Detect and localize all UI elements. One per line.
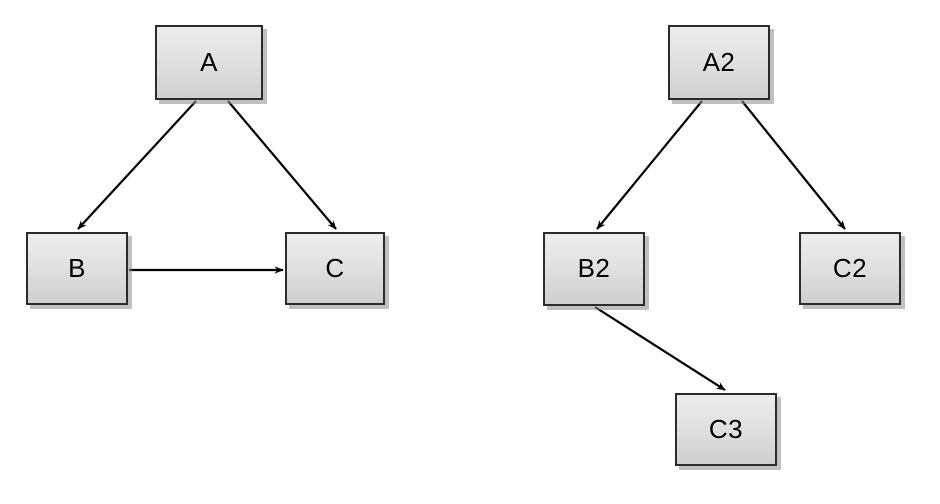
node-c[interactable]: C — [285, 232, 385, 305]
node-c2[interactable]: C2 — [799, 232, 901, 305]
edge-a2-to-b2 — [596, 100, 703, 230]
node-label: A — [200, 46, 218, 77]
node-label: B — [68, 252, 86, 283]
node-label: A2 — [702, 46, 736, 77]
node-label: C2 — [832, 252, 868, 283]
edge-a2-to-c2 — [741, 100, 846, 230]
edge-group — [77, 100, 846, 391]
node-a[interactable]: A — [155, 25, 263, 100]
node-a2[interactable]: A2 — [668, 25, 770, 100]
node-c3[interactable]: C3 — [675, 393, 777, 466]
edge-a-to-b — [77, 100, 197, 230]
node-label: C3 — [708, 413, 744, 444]
node-b2[interactable]: B2 — [543, 232, 645, 306]
node-label: C — [325, 252, 345, 283]
node-b[interactable]: B — [26, 232, 128, 305]
edge-a-to-c — [227, 100, 337, 230]
node-label: B2 — [577, 253, 611, 283]
edge-b2-to-c3 — [594, 306, 726, 391]
